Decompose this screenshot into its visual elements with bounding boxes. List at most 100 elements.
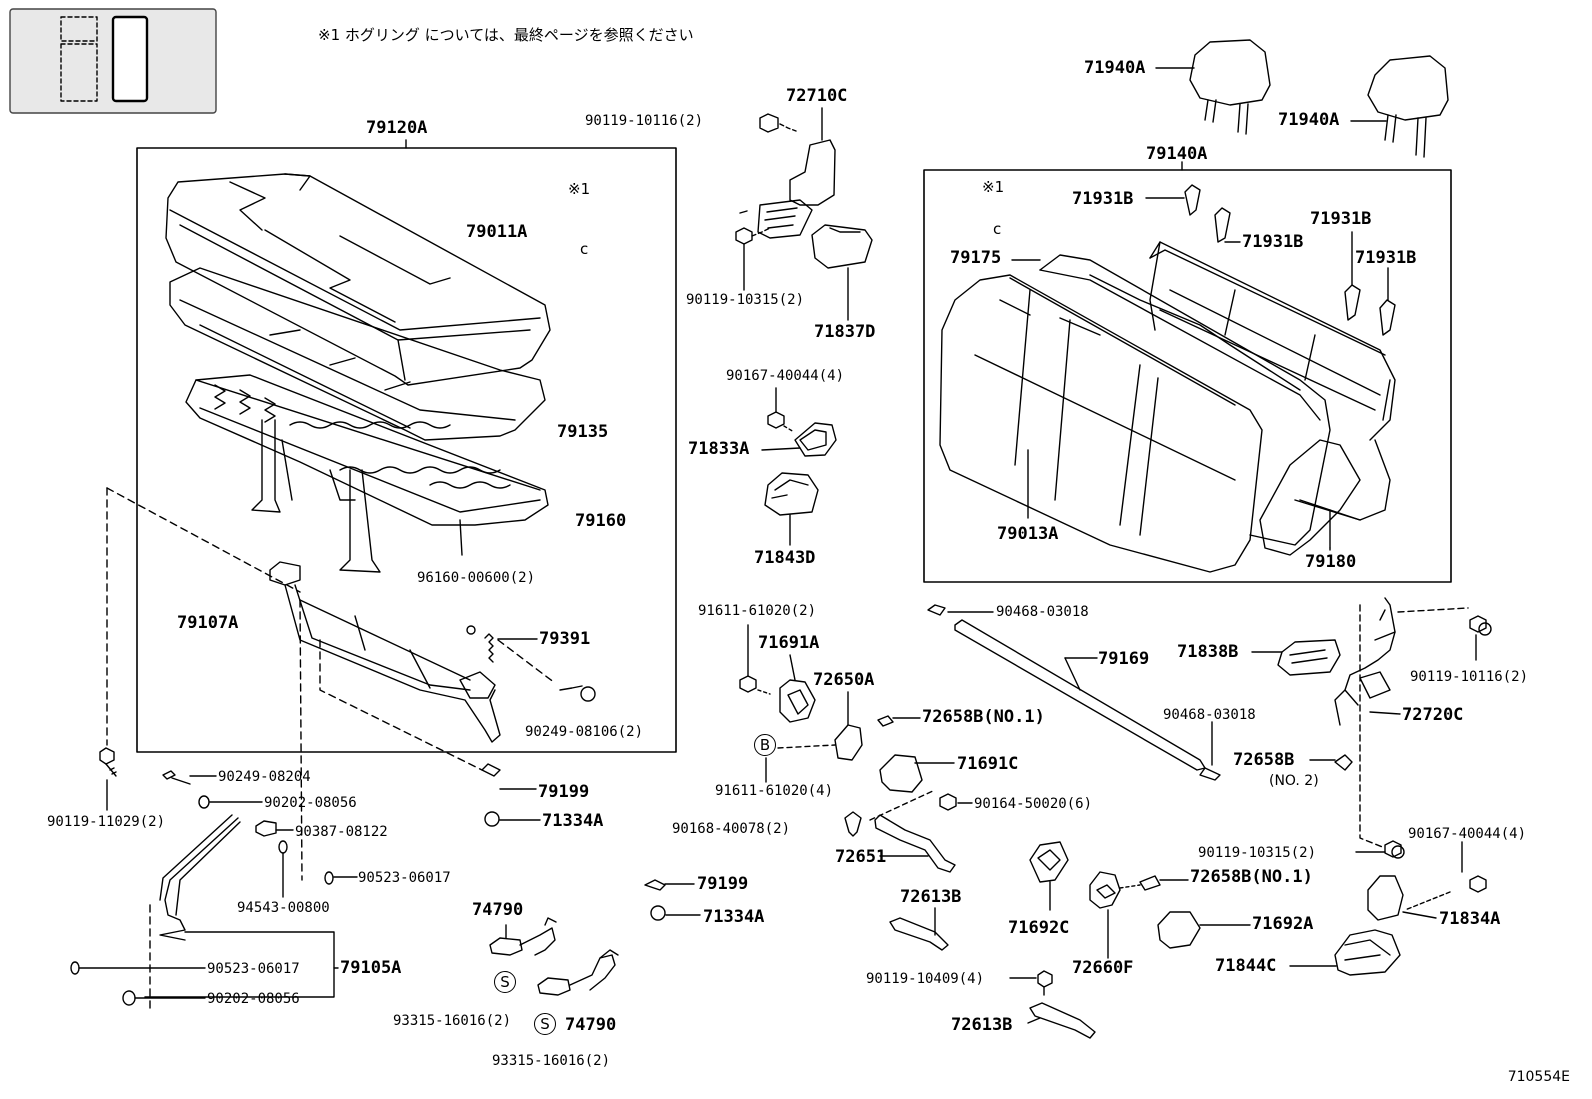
nut-90523-06017-a	[324, 871, 334, 885]
seat-back-frame-drawing	[1149, 241, 1396, 521]
cover-71692A-drawing	[1157, 911, 1201, 949]
bolt-90119-10315-a	[735, 227, 753, 245]
cover-71833A-drawing	[794, 422, 837, 457]
label-94543-00800: 94543-00800	[237, 900, 330, 916]
label-79180: 79180	[1305, 552, 1357, 572]
seat-back-group-box	[923, 169, 1452, 583]
guide-71931B-c	[1344, 284, 1361, 321]
label-90168-40078: 90168-40078(2)	[672, 821, 791, 837]
label-71940A-b: 71940A	[1278, 110, 1340, 130]
bolt-90119-10315-b	[1384, 840, 1402, 858]
nut-90523-06017-b	[70, 961, 80, 975]
clip-90168	[844, 811, 862, 837]
bolt-90119-10116-b	[1469, 615, 1487, 633]
label-71931B-c: 71931B	[1310, 209, 1372, 229]
label-71833A: 71833A	[688, 439, 750, 459]
seat-locator-thumbnail	[9, 8, 217, 114]
label-79107A: 79107A	[177, 613, 239, 633]
label-90119-10116-b: 90119-10116(2)	[1410, 669, 1529, 685]
seat-back-board-79180-drawing	[1259, 439, 1361, 556]
label-71692A: 71692A	[1252, 914, 1314, 934]
bracket-79199-b	[644, 879, 666, 891]
bolt-90249-08106	[559, 685, 583, 691]
hinge-72660F-drawing	[1089, 871, 1121, 909]
label-90249-08204: 90249-08204	[218, 769, 311, 785]
label-72660F: 72660F	[1072, 958, 1134, 978]
hinge-72650A-drawing	[834, 724, 863, 761]
label-79140A: 79140A	[1146, 144, 1208, 164]
cover-71691C-drawing	[879, 754, 923, 793]
label-72658B-no1-a: 72658B(NO.1)	[922, 707, 1045, 727]
cover-71691A-drawing	[779, 679, 816, 723]
label-93315-16016-a: 93315-16016(2)	[393, 1013, 512, 1029]
dashed-leaders-left	[106, 487, 556, 1011]
bracket-74790-b-drawing	[537, 949, 619, 996]
washer-94543	[278, 840, 288, 854]
collar-90387	[255, 820, 277, 837]
label-71334A-b: 71334A	[703, 907, 765, 927]
label-79199-b: 79199	[697, 874, 749, 894]
cover-71837D-drawing	[811, 224, 873, 269]
guide-71931B-a	[1184, 184, 1201, 216]
cover-71843D-drawing	[764, 472, 819, 516]
bracket-72613B-a-drawing	[889, 917, 949, 951]
clip-90468-a	[927, 604, 946, 616]
circle-b-marker: B	[754, 734, 776, 756]
headrest-71940A-b-drawing	[1350, 55, 1449, 158]
cover-72658B-b	[1139, 875, 1161, 891]
label-71691C: 71691C	[957, 754, 1019, 774]
screw-90167-40044-a	[767, 411, 785, 429]
label-79135: 79135	[557, 422, 609, 442]
label-72658B-no2-suffix: (NO. 2)	[1269, 773, 1319, 789]
label-72658B-no1-b: 72658B(NO.1)	[1190, 867, 1313, 887]
label-90202-08056-b: 90202-08056	[207, 991, 300, 1007]
label-79391: 79391	[539, 629, 591, 649]
bolt-90249-08204	[162, 770, 191, 785]
cover-71844C-drawing	[1334, 929, 1401, 976]
bolt-91611-a	[739, 675, 757, 693]
label-72658B-no2: 72658B	[1233, 750, 1295, 770]
hinge-72710C-drawing	[739, 107, 836, 239]
label-90523-06017-b: 90523-06017	[207, 961, 300, 977]
label-96160-00600: 96160-00600(2)	[417, 570, 536, 586]
screw-90167-40044-b	[1469, 875, 1487, 893]
ref-mark-back: ※1	[982, 178, 1005, 196]
clip-90468-b	[1199, 767, 1221, 781]
washer-90202-08056-a	[198, 795, 210, 809]
label-79160: 79160	[575, 511, 627, 531]
label-72710C: 72710C	[786, 86, 848, 106]
diagram-code: 710554E	[1507, 1069, 1570, 1085]
circle-s-marker-a: S	[494, 971, 516, 993]
label-72651: 72651	[835, 847, 887, 867]
cover-71834A-drawing	[1367, 875, 1404, 921]
label-79175: 79175	[950, 248, 1002, 268]
bolt-90119-10409	[1037, 970, 1053, 988]
headrest-71940A-a-drawing	[1155, 39, 1271, 135]
washer-90202-08056-b	[122, 990, 136, 1006]
label-71931B-b: 71931B	[1242, 232, 1304, 252]
label-79169: 79169	[1098, 649, 1150, 669]
strap-79169-drawing	[954, 619, 1206, 771]
seat-frame-79107A-drawing	[269, 561, 501, 743]
bracket-74790-a-drawing	[489, 917, 557, 956]
label-71931B-d: 71931B	[1355, 248, 1417, 268]
label-91611-61020-a: 91611-61020(2)	[698, 603, 817, 619]
bracket-79199-a	[481, 763, 501, 777]
cover-72658B-a	[877, 715, 894, 727]
spring-79391	[484, 633, 494, 663]
seat-back-cover-79013A-drawing	[939, 274, 1263, 573]
label-74790-b: 74790	[565, 1015, 617, 1035]
hog-ring-symbol-cushion: c	[580, 240, 589, 258]
label-72650A: 72650A	[813, 670, 875, 690]
hog-ring-96160	[466, 625, 476, 635]
label-90249-08106: 90249-08106(2)	[525, 724, 644, 740]
bracket-72651-drawing	[874, 814, 956, 873]
label-93315-16016-b: 93315-16016(2)	[492, 1053, 611, 1069]
label-79199-a: 79199	[538, 782, 590, 802]
label-72613B-a: 72613B	[900, 887, 962, 907]
screw-90164	[939, 793, 957, 811]
label-71843D: 71843D	[754, 548, 816, 568]
label-79120A: 79120A	[366, 118, 428, 138]
label-91611-61020-b: 91611-61020(4)	[715, 783, 834, 799]
